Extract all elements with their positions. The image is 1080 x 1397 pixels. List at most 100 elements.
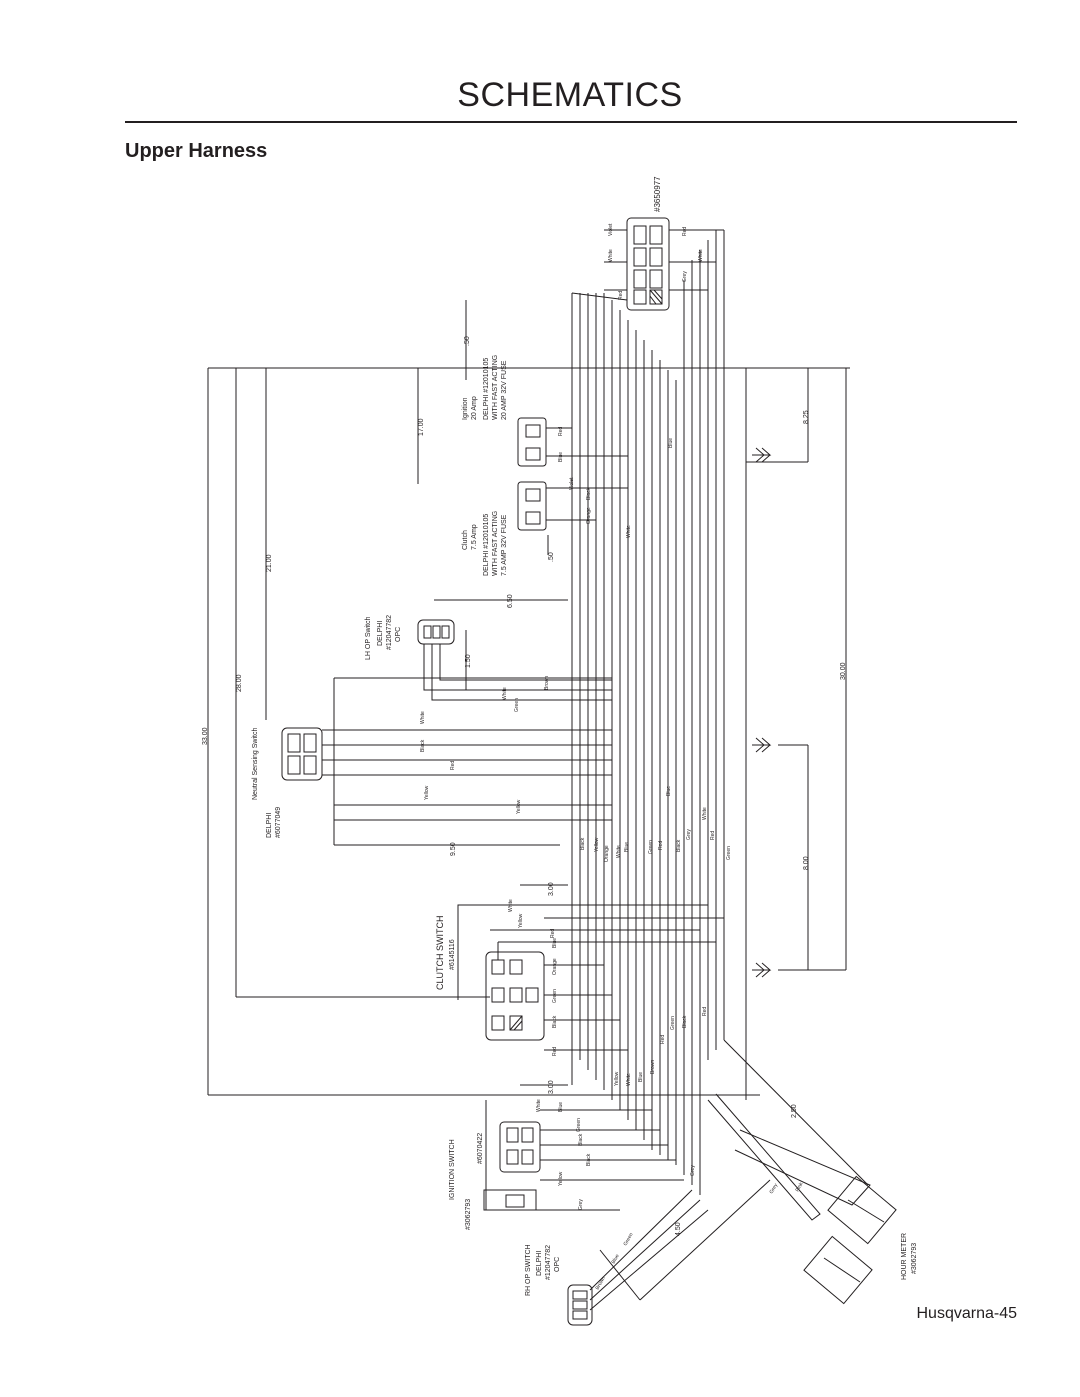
wire-label-bb-2: Blue (638, 1072, 644, 1082)
wire-label-low-7: Yellow (516, 799, 522, 814)
wire-label-bundle-7: Black (676, 839, 682, 852)
neutral-label-0: Neutral Sensing Switch (252, 728, 259, 800)
wire-label-bundle-3: White (616, 845, 622, 858)
wire-label-top-1: White (608, 249, 614, 262)
lh-op-switch: LH OP Switch DELPHI #12047782 OPC (365, 615, 612, 701)
page-footer: Husqvarna-45 (916, 1305, 1018, 1322)
dim-3-lower: 3.00 (548, 1080, 555, 1094)
wire-label-low-6: Yellow (424, 785, 430, 800)
clutch-fuse-label-2: DELPHI #12010105 (483, 514, 490, 576)
rh-op-switch: RH OP SWITCH DELPHI #12047782 OPC (525, 1189, 709, 1326)
wire-label-bundle-2: Orange (604, 845, 610, 862)
wire-label-bundle-1: Yellow (594, 837, 600, 852)
neutral-label-1: DELPHI (266, 813, 273, 838)
wire-label-mid-6: White (626, 525, 632, 538)
dim-28: 28.00 (236, 674, 243, 692)
dim-3-upper: 3.00 (548, 882, 555, 896)
wire-label-low-3: White (420, 711, 426, 724)
wire-label-rh-3: Grey (769, 1182, 780, 1195)
wire-label-rh-4: Pink (795, 1181, 805, 1193)
dimension-lines: 33.00 28.00 21.00 17.00 .50 6.50 1.50 .5… (202, 300, 869, 1301)
dim-top-50: .50 (464, 336, 471, 346)
wire-label-top-0: Violet (608, 223, 614, 236)
wire-label-clutch-5: Green (552, 989, 558, 1003)
wire-label-ign-3: Black (578, 1133, 584, 1146)
neutral-sensing-switch: Neutral Sensing Switch DELPHI #6077049 (252, 677, 612, 845)
neutral-label-2: #6077049 (275, 807, 282, 838)
wire-label-clutch-2: Red (550, 929, 556, 938)
clutch-fuse-label-3: WITH FAST ACTING (492, 511, 499, 576)
rh-op-label-0: RH OP SWITCH (525, 1244, 532, 1296)
clutch-switch-label-0: CLUTCH SWITCH (435, 916, 445, 991)
ignition-fuse: Ignition 20 Amp DELPHI #12010105 WITH FA… (462, 355, 628, 467)
section-title: Upper Harness (125, 140, 268, 162)
dim-1-50: 1.50 (465, 654, 472, 668)
clutch-fuse-label-4: 7.5 AMP 32V FUSE (501, 514, 508, 576)
wire-label-low-8: Blue (666, 786, 672, 796)
wire-label-clutch-6: Black (552, 1015, 558, 1028)
dim-2-50: 2.50 (791, 1104, 798, 1118)
wire-label-clutch-1: Yellow (518, 913, 524, 928)
wire-label-low-10: Grey (686, 829, 692, 840)
ignition-fuse-label-1: 20 Amp (471, 396, 478, 420)
top-connector: #3650977 (571, 176, 724, 311)
wire-label-top-3: Red (682, 227, 688, 236)
wire-label-top-4: White (698, 249, 704, 262)
wire-label-ign-1: Blue (558, 1102, 564, 1112)
wire-label-low-5: Red (450, 761, 456, 770)
dim-fuse-50: .50 (548, 552, 555, 562)
wire-label-bb-1: White (626, 1073, 632, 1086)
ignition-switch-label-0: IGNITION SWITCH (449, 1139, 456, 1200)
wire-label-mid-1: Blue (558, 452, 564, 462)
clutch-fuse: Clutch 7.5 Amp DELPHI #12010105 WITH FAS… (462, 481, 628, 576)
ignition-fuse-label-0: Ignition (462, 397, 469, 420)
wire-label-rh-2: Green (623, 1232, 635, 1247)
clutch-switch-label-1: #6145116 (449, 939, 456, 970)
wire-label-bundle-5: Green (648, 840, 654, 854)
dim-33: 33.00 (202, 727, 209, 745)
wire-label-mid-3: Black (586, 487, 592, 500)
ignition-switch: IGNITION SWITCH #3062793 #6070422 (449, 1100, 684, 1230)
clutch-fuse-label-0: Clutch (462, 530, 469, 550)
wire-label-rh-0: Brown (595, 1276, 607, 1291)
wire-label-low-0: Brown (544, 676, 550, 690)
title-divider (125, 121, 1017, 123)
lh-op-label-2: #12047782 (386, 615, 393, 650)
wire-label-low-9: White (702, 807, 708, 820)
wire-label-ign-6: Grey (578, 1199, 584, 1210)
wire-label-ign-5: Yellow (558, 1171, 564, 1186)
hour-meter-label-0: HOUR METER (901, 1233, 908, 1280)
wire-label-bb-4: Red (660, 1035, 666, 1044)
wire-label-bundle-4: Blue (624, 842, 630, 852)
wire-label-ign-4: Black (586, 1153, 592, 1166)
ignition-fuse-label-3: WITH FAST ACTING (492, 355, 499, 420)
harness-clips (752, 447, 772, 978)
page-title: SCHEMATICS (457, 76, 683, 114)
rh-op-label-1: DELPHI (536, 1251, 543, 1276)
wire-label-top-2: Red (618, 291, 624, 300)
wire-label-low-11: Red (710, 831, 716, 840)
lh-op-label-1: DELPHI (377, 621, 384, 646)
dim-8-25: 8.25 (803, 410, 810, 424)
wire-label-bb-0: Yellow (614, 1071, 620, 1086)
dim-30: 30.00 (840, 662, 847, 680)
hour-meter-label-1: #3062793 (911, 1243, 918, 1274)
wire-label-bundle-0: Black (580, 837, 586, 850)
wire-label-low-4: Black (420, 739, 426, 752)
dim-8: 8.00 (803, 856, 810, 870)
ignition-switch-label-1: #3062793 (465, 1199, 472, 1230)
dim-21: 21.00 (266, 554, 273, 572)
dim-17: 17.00 (418, 418, 425, 436)
rh-op-label-2: #12047782 (545, 1245, 552, 1280)
ignition-fuse-label-4: 20 AMP 32V FUSE (501, 360, 508, 420)
wire-label-bb-6: Black (682, 1015, 688, 1028)
dim-9-50: 9.50 (450, 842, 457, 856)
clutch-fuse-label-1: 7.5 Amp (471, 524, 478, 550)
wire-label-mid-4: Orange (586, 507, 592, 524)
wire-label-bb-5: Green (670, 1016, 676, 1030)
wire-label-clutch-3: Blue (552, 938, 558, 948)
dim-6-50: 6.50 (507, 594, 514, 608)
wire-label-mid-0: Red (558, 427, 564, 436)
wire-label-low-2: Green (514, 698, 520, 712)
